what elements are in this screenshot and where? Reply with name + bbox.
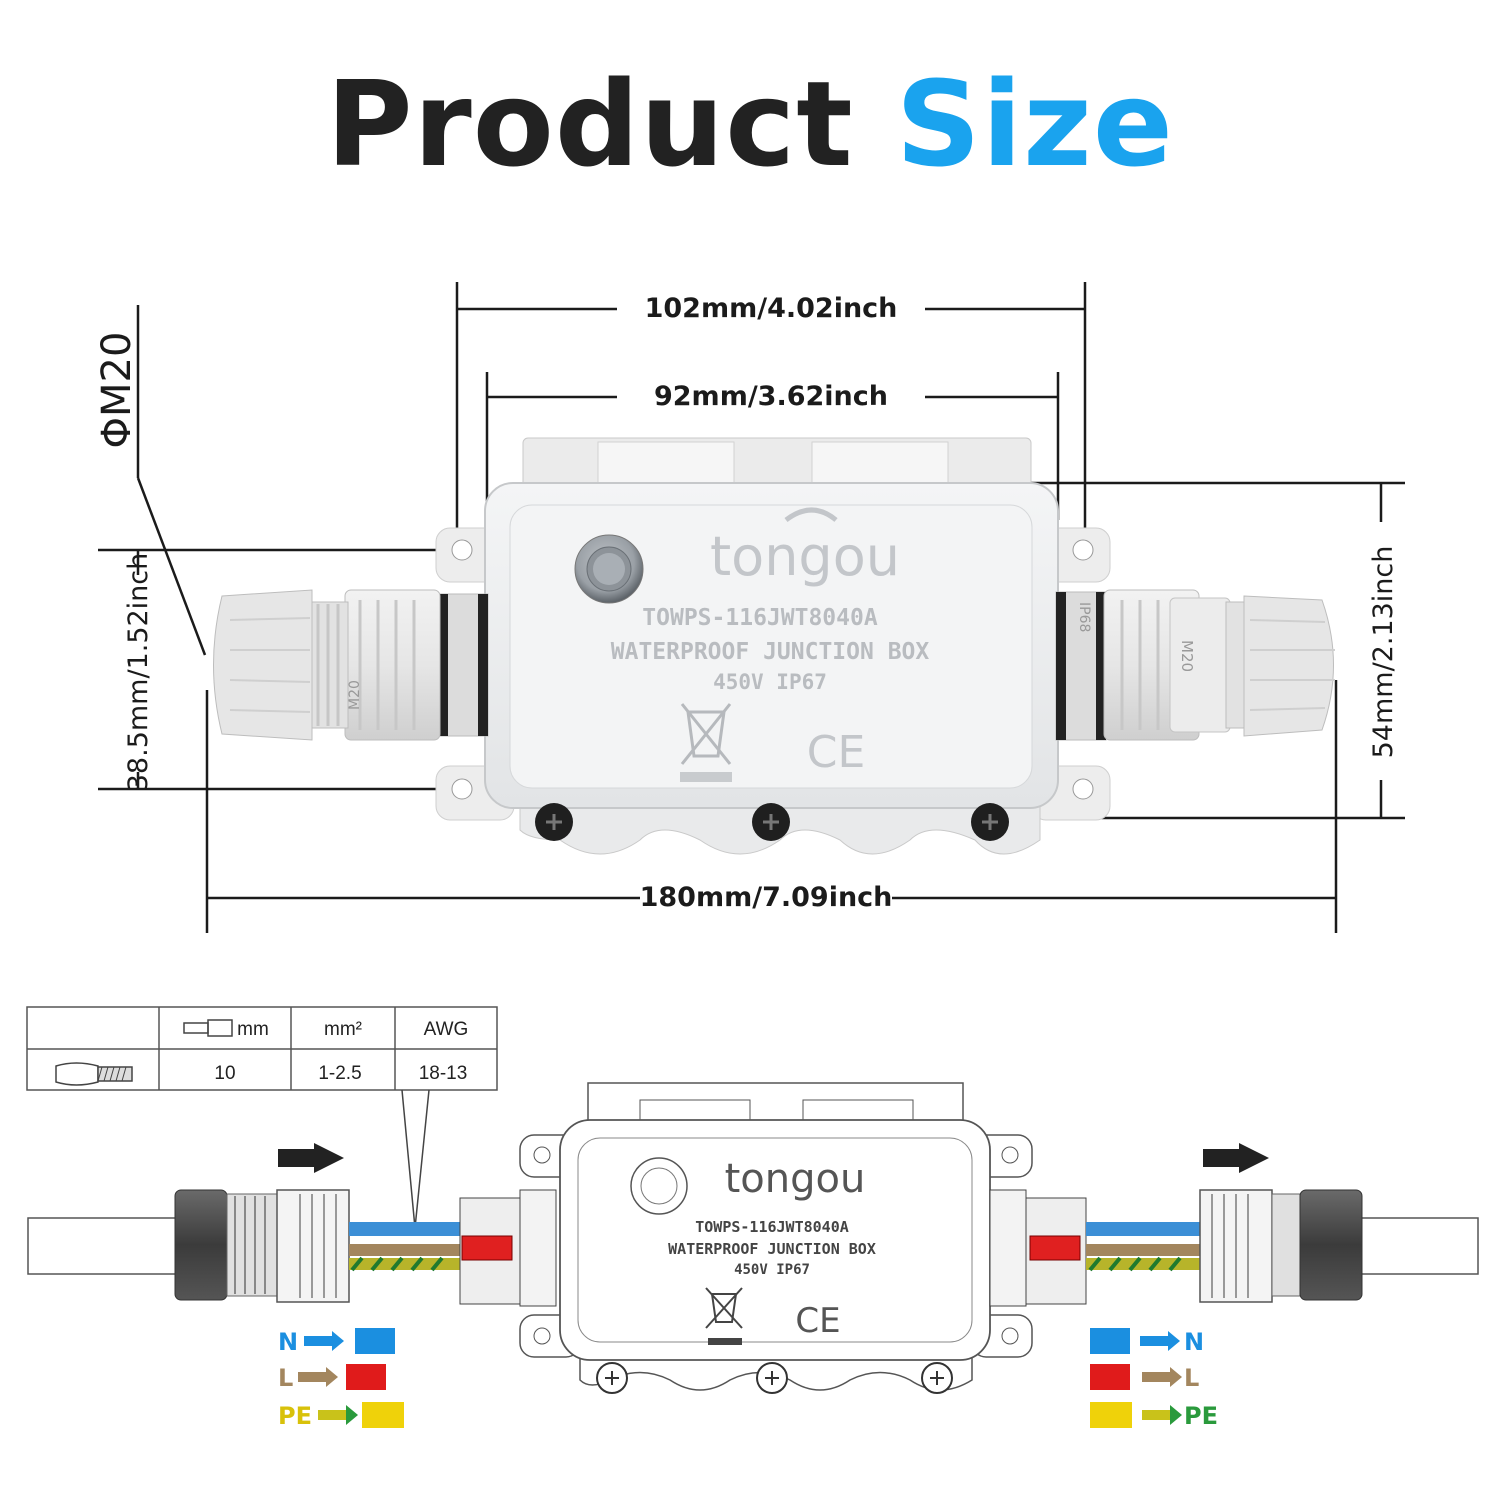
wiring-legend-right: N L PE bbox=[1090, 1328, 1218, 1430]
dim-54: 54mm/2.13inch bbox=[1368, 546, 1399, 759]
ip-label-right: IP68 bbox=[1076, 602, 1092, 632]
arrow-right-icon bbox=[278, 1143, 344, 1173]
description-top: WATERPROOF JUNCTION BOX bbox=[611, 639, 930, 665]
weee-bin-icon bbox=[705, 1287, 743, 1345]
legend-left-pe-label: PE bbox=[278, 1402, 312, 1430]
wiring-legend-left: N L PE bbox=[278, 1328, 404, 1430]
title-size: Size bbox=[895, 55, 1174, 193]
right-cable-gland: IP68 M20 bbox=[1055, 589, 1335, 741]
thread-label-right: M20 bbox=[1178, 640, 1196, 672]
dim-38: 38.5mm/1.52inch bbox=[123, 553, 154, 792]
table-header-mm2: mm² bbox=[324, 1019, 362, 1040]
table-cell-awg: 18-13 bbox=[419, 1063, 468, 1084]
legend-right-pe-label: PE bbox=[1184, 1402, 1218, 1430]
model-top: TOWPS-116JWT8040A bbox=[642, 605, 878, 631]
weee-bin-icon bbox=[680, 703, 732, 782]
product-top-view: tongou TOWPS-116JWT8040A WATERPROOF JUNC… bbox=[213, 437, 1335, 855]
ce-mark-bottom: CE bbox=[795, 1301, 840, 1341]
dim-180: 180mm/7.09inch bbox=[640, 882, 893, 913]
ce-mark-top: CE bbox=[807, 727, 866, 778]
legend-left-l-label: L bbox=[278, 1364, 293, 1392]
table-header-awg: AWG bbox=[424, 1019, 469, 1040]
stripped-wire-icon bbox=[55, 1062, 133, 1086]
table-cell-mm2: 1-2.5 bbox=[318, 1063, 361, 1084]
wiring-diagram: tongou TOWPS-116JWT8040A WATERPROOF JUNC… bbox=[27, 1082, 1479, 1394]
description-bottom: WATERPROOF JUNCTION BOX bbox=[668, 1240, 876, 1258]
dim-thread: ΦM20 bbox=[94, 332, 140, 449]
rating-bottom: 450V IP67 bbox=[734, 1262, 810, 1278]
screws-bottom bbox=[596, 1362, 953, 1394]
table-cell-strip: 10 bbox=[214, 1063, 235, 1084]
dim-102: 102mm/4.02inch bbox=[645, 293, 898, 324]
arrow-right-icon bbox=[1203, 1143, 1269, 1173]
page-title: Product Size bbox=[0, 59, 1500, 190]
legend-left-n-label: N bbox=[278, 1328, 298, 1356]
brand-logo-top: tongou bbox=[710, 525, 900, 588]
legend-right-n-label: N bbox=[1184, 1328, 1204, 1356]
model-bottom: TOWPS-116JWT8040A bbox=[695, 1218, 849, 1236]
thread-label-left: M20 bbox=[347, 680, 363, 710]
screws-top bbox=[535, 803, 1009, 841]
brand-logo-bottom: tongou bbox=[725, 1156, 866, 1202]
wire-spec-table: mm mm² AWG 10 1-2.5 18-13 bbox=[26, 1006, 498, 1229]
title-product: Product bbox=[326, 55, 854, 193]
legend-right-l-label: L bbox=[1184, 1364, 1199, 1392]
left-cable-gland: M20 bbox=[213, 589, 489, 741]
strip-length-icon bbox=[183, 1019, 233, 1037]
table-header-mm: mm bbox=[237, 1019, 269, 1040]
dim-92: 92mm/3.62inch bbox=[654, 381, 888, 412]
rating-top: 450V IP67 bbox=[713, 670, 827, 694]
dimension-lines bbox=[98, 282, 1405, 933]
